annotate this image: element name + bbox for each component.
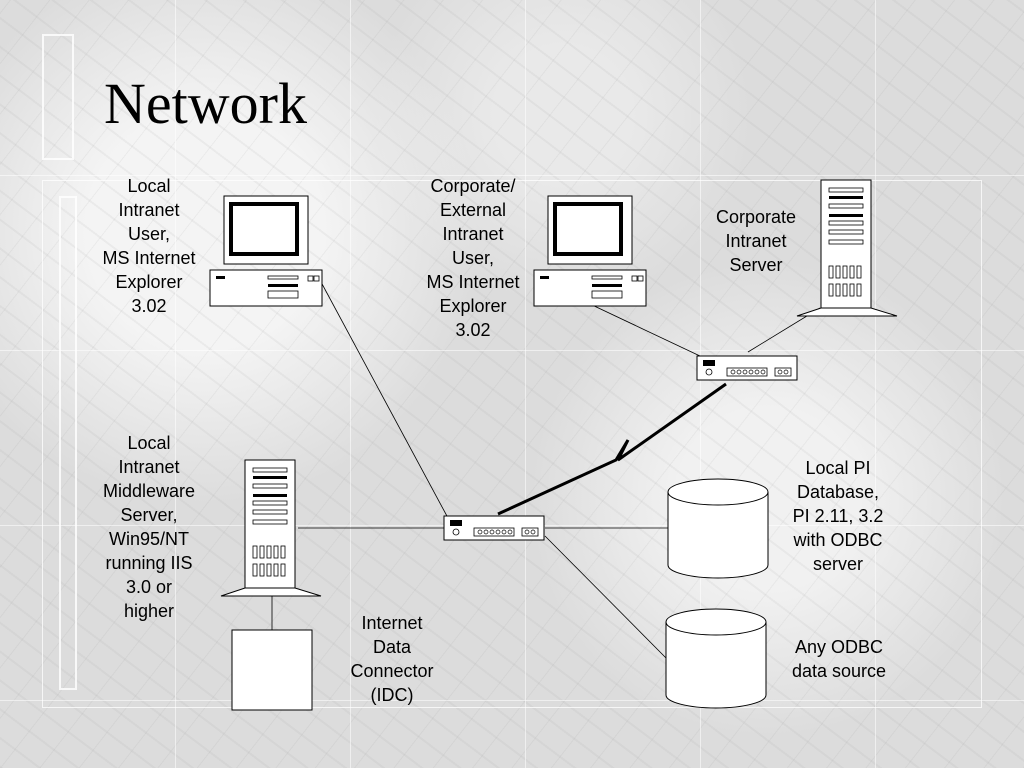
connection-lines [271, 281, 821, 661]
desktop-computer-icon [208, 194, 324, 308]
side-accent-bar [59, 196, 77, 690]
line-local-user-to-hub [320, 281, 449, 519]
database-cylinder-icon [667, 478, 769, 579]
local-pi-db-label: Local PI Database, PI 2.11, 3.2 with ODB… [792, 458, 884, 574]
line-corp-user-to-hub [589, 303, 701, 357]
network-hub-icon [696, 355, 798, 381]
marble-seam [875, 0, 876, 768]
marble-seam [525, 0, 526, 768]
middleware-server-label: Local Intranet Middleware Server, Win95/… [102, 433, 196, 621]
desktop-computer-icon [532, 194, 648, 308]
corporate-server-label: Corporate Intranet Server [715, 207, 797, 275]
idc-label: Internet Data Connector (IDC) [350, 613, 434, 705]
content-frame [42, 180, 982, 708]
wan-lightning-link-icon [497, 382, 727, 516]
marble-seam [175, 0, 176, 768]
tower-server-icon [796, 179, 898, 317]
corporate-user-label: Corporate/ External Intranet User, MS In… [426, 176, 520, 340]
marble-seam [700, 0, 701, 768]
line-hub-to-odbc [544, 535, 669, 661]
idc-box [231, 629, 313, 711]
marble-seam [0, 175, 1024, 176]
slide-title: Network [104, 71, 307, 136]
odbc-source-label: Any ODBC data source [791, 637, 887, 681]
marble-seam [350, 0, 351, 768]
database-cylinder-icon [665, 608, 767, 709]
title-accent-bar [42, 34, 74, 160]
local-user-label: Local Intranet User, MS Internet Explore… [102, 176, 196, 316]
marble-seam [0, 350, 1024, 351]
network-hub-icon [443, 515, 545, 541]
marble-seam [0, 700, 1024, 701]
